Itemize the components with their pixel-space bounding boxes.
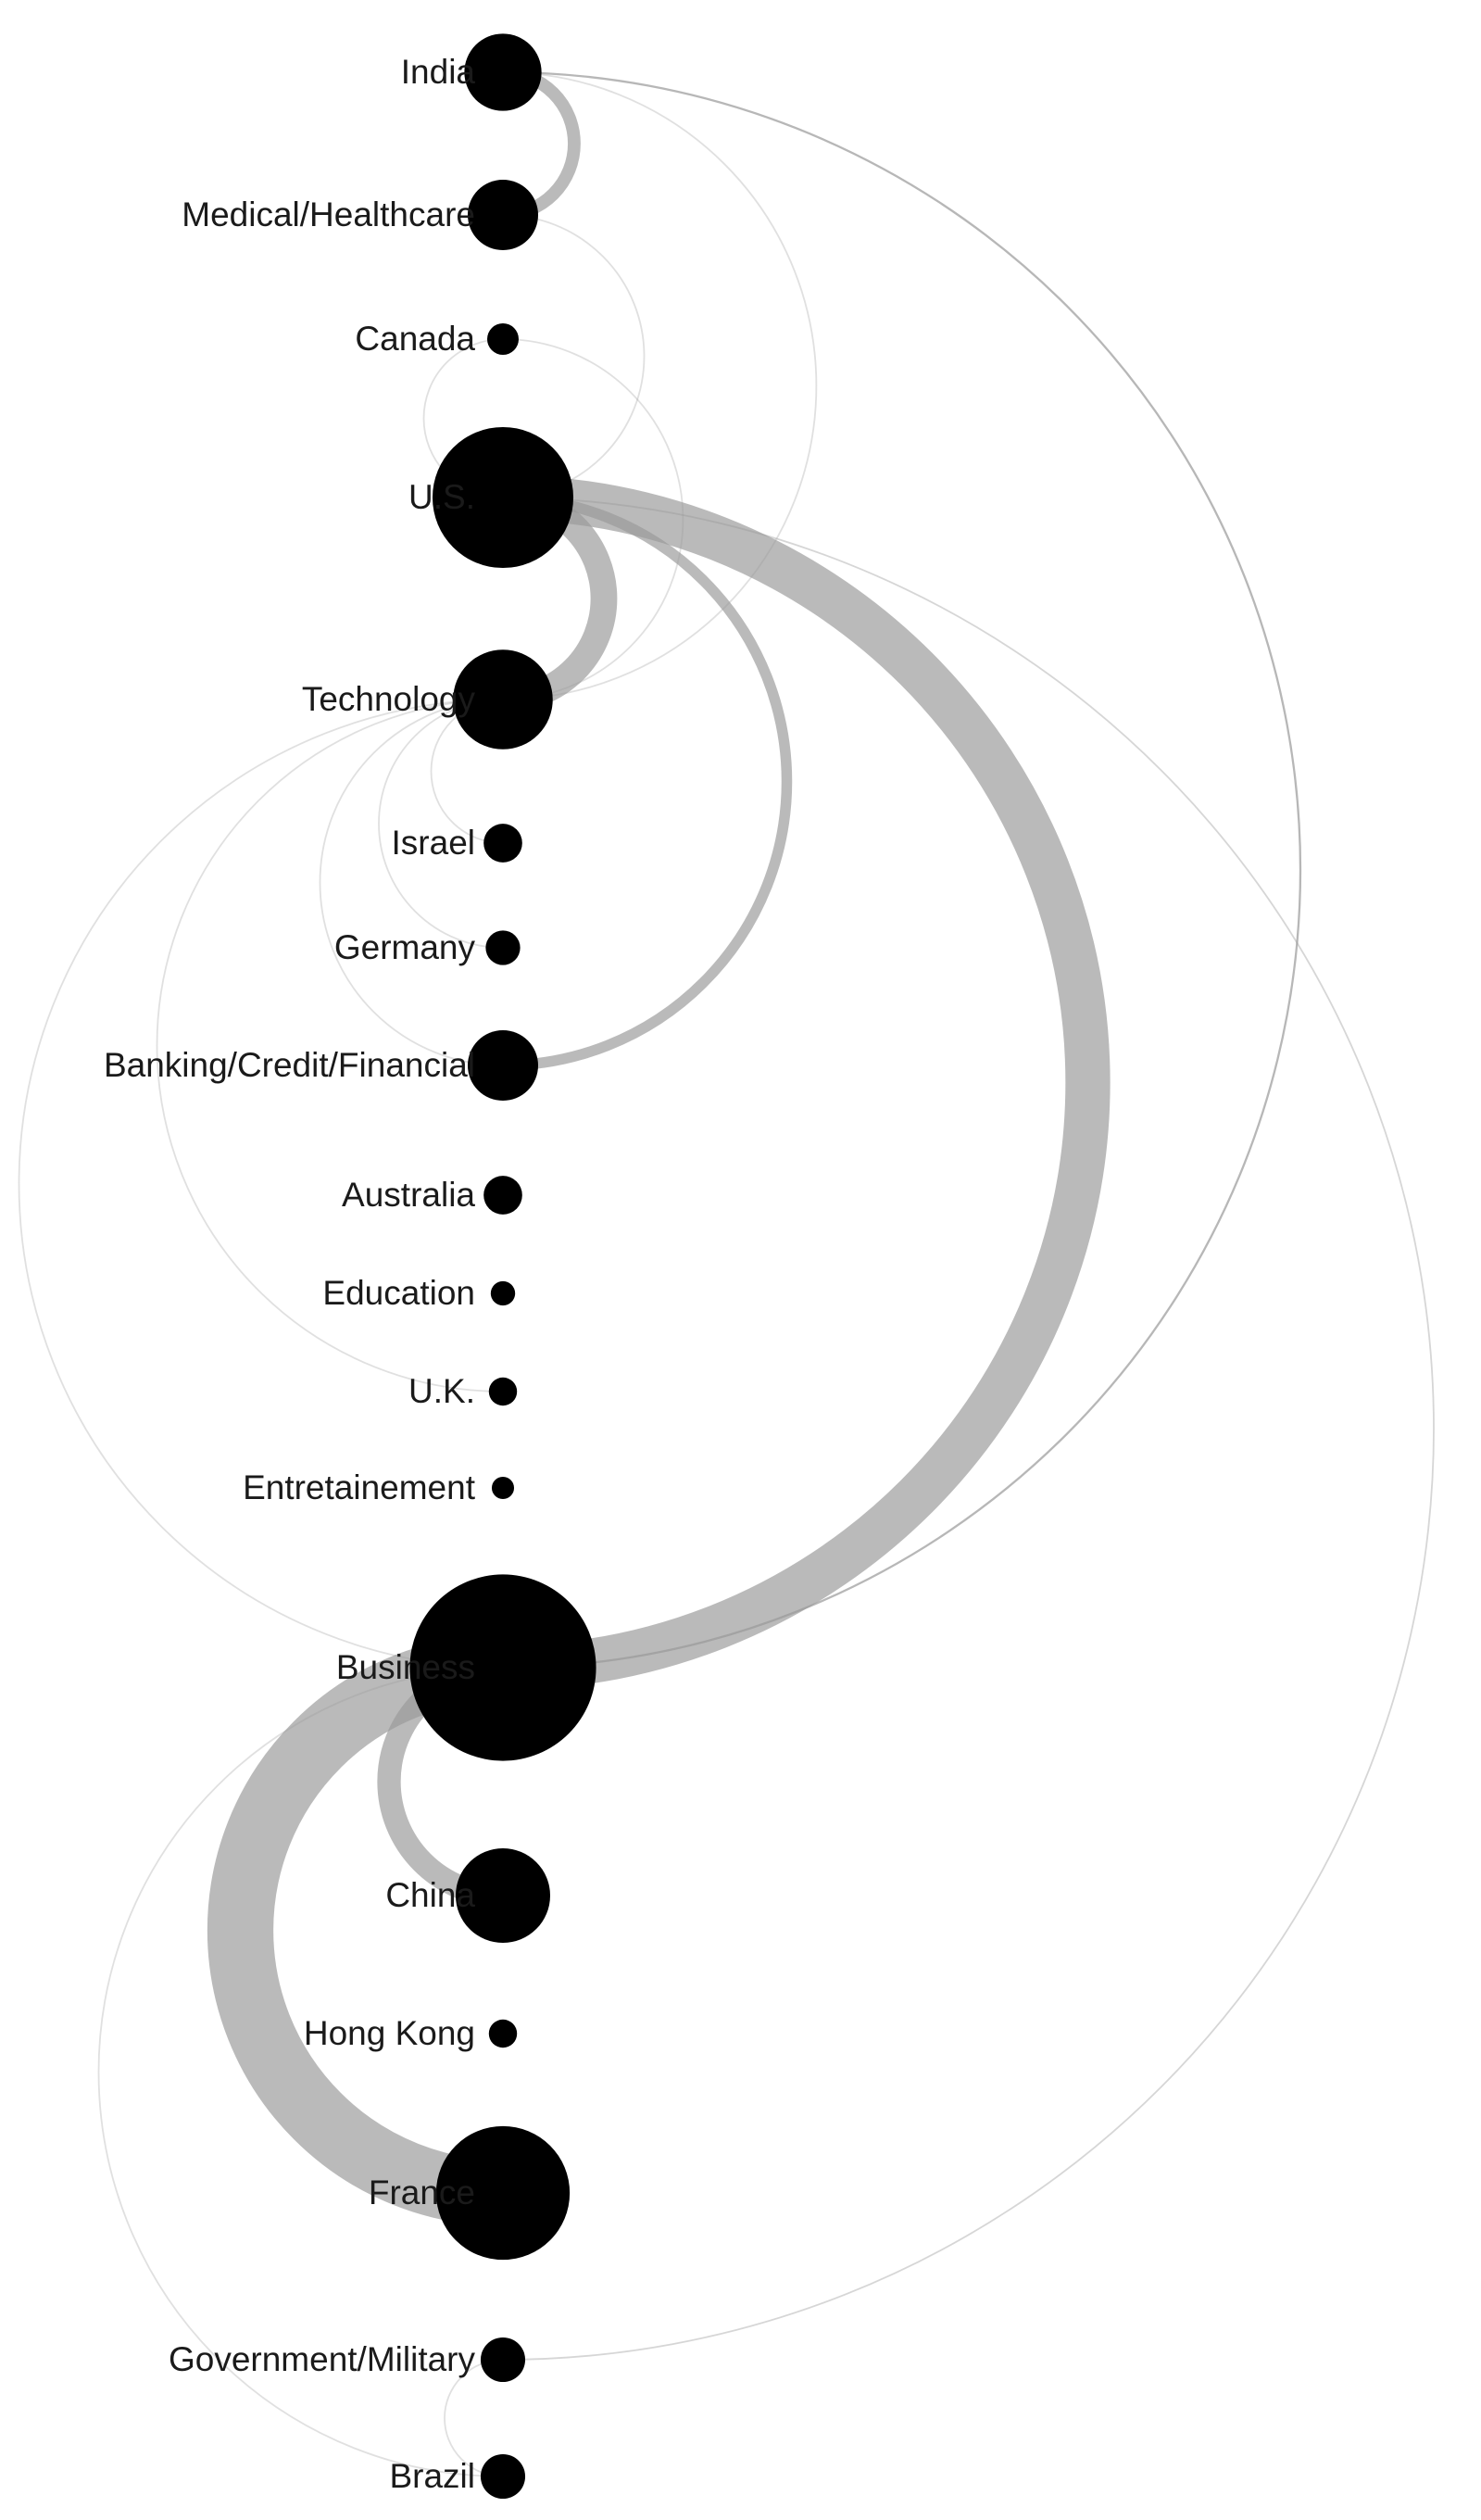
node-label-india: India	[401, 53, 476, 91]
arc-us-government	[502, 497, 1435, 2361]
node-us[interactable]	[432, 426, 574, 569]
node-label-canada: Canada	[355, 320, 475, 358]
node-germany[interactable]	[485, 930, 521, 965]
arcs-layer	[18, 66, 1435, 2477]
node-china[interactable]	[456, 1848, 550, 1943]
node-label-france: France	[369, 2174, 475, 2211]
node-label-china: China	[385, 1876, 475, 1914]
node-label-entertainment: Entretainement	[243, 1468, 476, 1506]
node-label-germany: Germany	[334, 928, 476, 966]
node-canada[interactable]	[487, 323, 519, 355]
node-government[interactable]	[480, 2337, 526, 2383]
node-technology[interactable]	[453, 649, 553, 750]
arc-business-brazil	[97, 1667, 504, 2477]
node-medical[interactable]	[467, 179, 539, 251]
arc-us-business	[502, 474, 1111, 1691]
node-australia[interactable]	[483, 1176, 522, 1215]
node-label-education: Education	[322, 1274, 475, 1312]
node-label-israel: Israel	[392, 824, 475, 862]
node-business[interactable]	[409, 1574, 596, 1761]
node-label-government: Government/Military	[169, 2340, 476, 2378]
arc-us-banking	[502, 492, 793, 1071]
node-education[interactable]	[490, 1280, 516, 1306]
node-entertainment[interactable]	[491, 1476, 515, 1500]
arc-business-france	[207, 1634, 504, 2226]
node-label-business: Business	[336, 1648, 475, 1686]
node-label-medical: Medical/Healthcare	[182, 195, 475, 233]
node-label-us: U.S.	[408, 478, 475, 516]
node-label-technology: Technology	[302, 680, 476, 718]
node-banking[interactable]	[467, 1029, 539, 1102]
node-label-hongkong: Hong Kong	[304, 2014, 475, 2052]
arc-technology-banking	[319, 699, 504, 1066]
node-brazil[interactable]	[480, 2453, 526, 2500]
arc-technology-business	[18, 699, 504, 1669]
node-india[interactable]	[464, 33, 542, 111]
arc-government-brazil	[444, 2359, 504, 2477]
node-label-banking: Banking/Credit/Financial	[104, 1046, 475, 1084]
arc-india-technology	[502, 71, 818, 700]
nodes-layer	[409, 33, 596, 2500]
node-france[interactable]	[435, 2125, 571, 2261]
node-uk[interactable]	[488, 1377, 518, 1406]
node-label-brazil: Brazil	[389, 2457, 475, 2495]
node-hongkong[interactable]	[488, 2019, 518, 2048]
node-label-uk: U.K.	[408, 1372, 475, 1410]
node-israel[interactable]	[483, 824, 522, 863]
arc-technology-uk	[156, 699, 504, 1392]
node-label-australia: Australia	[342, 1176, 475, 1214]
arc-technology-germany	[378, 699, 504, 949]
arc-india-business	[502, 70, 1302, 1670]
